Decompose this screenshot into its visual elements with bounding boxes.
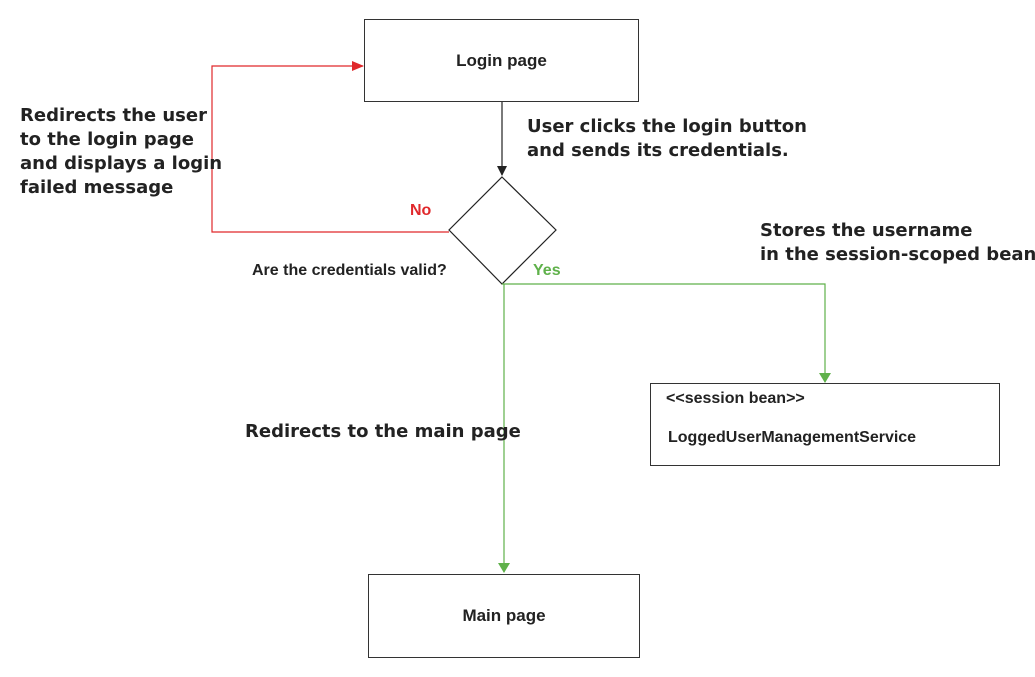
decision-question: Are the credentials valid? [252, 262, 447, 279]
annotation-user-clicks: User clicks the login button and sends i… [527, 115, 807, 163]
annotation-stores-line1: Stores the username [760, 220, 973, 241]
session-bean-box: <<session bean>> LoggedUserManagementSer… [650, 383, 1000, 466]
no-label: No [410, 202, 432, 219]
bean-stereotype: <<session bean>> [666, 390, 805, 407]
annotation-redirect-line2: to the login page [20, 129, 194, 150]
annotation-redirect-main: Redirects to the main page [245, 421, 521, 442]
login-page-label: Login page [456, 50, 547, 70]
annotation-redirect-line3: and displays a login [20, 153, 223, 174]
annotation-stores-username: Stores the username in the session-scope… [760, 219, 1035, 267]
annotation-stores-line2: in the session-scoped bean [760, 244, 1035, 265]
main-page-box: Main page [368, 574, 640, 658]
main-page-label: Main page [462, 606, 546, 625]
arrow-no-to-login [211, 61, 449, 233]
annotation-redirect-line1: Redirects the user [20, 105, 207, 126]
arrow-yes-to-bean [502, 283, 831, 383]
annotation-user-clicks-line2: and sends its credentials. [527, 140, 789, 161]
login-page-box: Login page [364, 19, 639, 102]
annotation-redirect-line4: failed message [20, 177, 174, 198]
annotation-redirect-login: Redirects the user to the login page and… [20, 104, 222, 200]
bean-name: LoggedUserManagementService [668, 429, 917, 446]
annotation-user-clicks-line1: User clicks the login button [527, 116, 807, 137]
yes-label: Yes [533, 262, 561, 279]
